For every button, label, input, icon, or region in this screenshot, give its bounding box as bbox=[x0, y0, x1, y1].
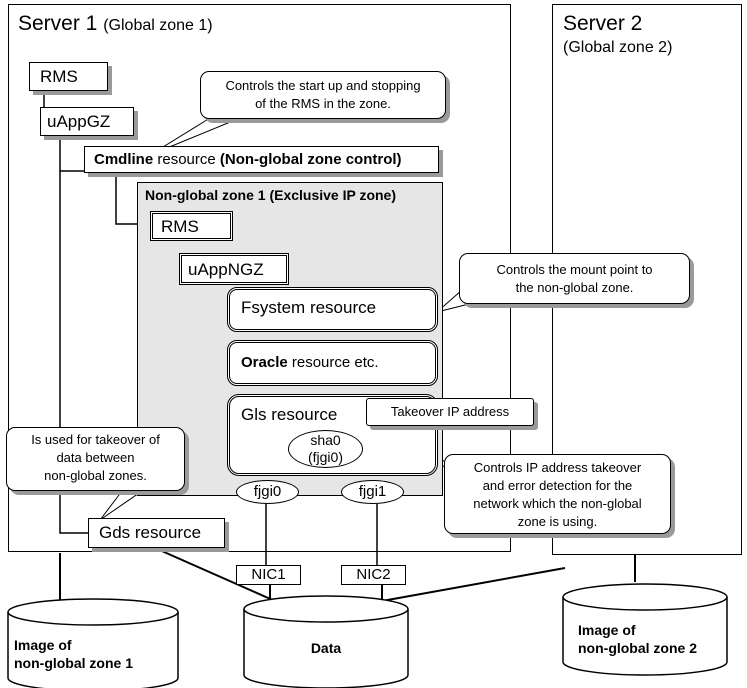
oracle-resource-box: Oracle resource etc. bbox=[227, 340, 438, 386]
sha0-interface: sha0 (fjgi0) bbox=[288, 430, 363, 468]
callout-takeover-ip: Takeover IP address bbox=[366, 398, 534, 426]
disk-data-label: Data bbox=[310, 640, 342, 656]
fjgi0-interface: fjgi0 bbox=[236, 480, 299, 504]
server2-title: Server 2 bbox=[563, 12, 643, 35]
server2-subtitle: (Global zone 2) bbox=[563, 39, 673, 56]
gds-resource-box: Gds resource bbox=[88, 518, 225, 548]
fsystem-resource-box: Fsystem resource bbox=[227, 287, 438, 332]
callout-mount-point: Controls the mount point to the non-glob… bbox=[459, 253, 690, 304]
disk-data bbox=[243, 595, 409, 688]
nic1-box: NIC1 bbox=[236, 565, 301, 585]
uappngz-box: uAppNGZ bbox=[179, 253, 289, 285]
nic2-box: NIC2 bbox=[341, 565, 406, 585]
ngz-title: Non-global zone 1 (Exclusive IP zone) bbox=[145, 187, 397, 203]
disk-image-zone2 bbox=[562, 583, 728, 676]
disk-image-zone2-label: Image of non-global zone 2 bbox=[578, 622, 697, 656]
fjgi1-interface: fjgi1 bbox=[341, 480, 404, 504]
callout-rms-control: Controls the start up and stopping of th… bbox=[200, 71, 446, 119]
callout-gds-tail bbox=[99, 490, 144, 521]
disk-image-zone1-label: Image of non-global zone 1 bbox=[14, 637, 133, 671]
server1-title: Server 1 (Global zone 1) bbox=[18, 12, 213, 35]
disk-image-zone1 bbox=[7, 598, 179, 688]
rms-gz-box: RMS bbox=[29, 62, 108, 91]
cmdline-resource-box: Cmdline resource (Non-global zone contro… bbox=[84, 146, 439, 173]
connector-uappgz-gds bbox=[59, 171, 88, 534]
callout-ip-control: Controls IP address takeover and error d… bbox=[444, 454, 671, 534]
rms-ngz-box: RMS bbox=[150, 211, 233, 241]
callout-gds-usage: Is used for takeover of data between non… bbox=[6, 427, 185, 491]
uappgz-box: uAppGZ bbox=[40, 107, 134, 136]
